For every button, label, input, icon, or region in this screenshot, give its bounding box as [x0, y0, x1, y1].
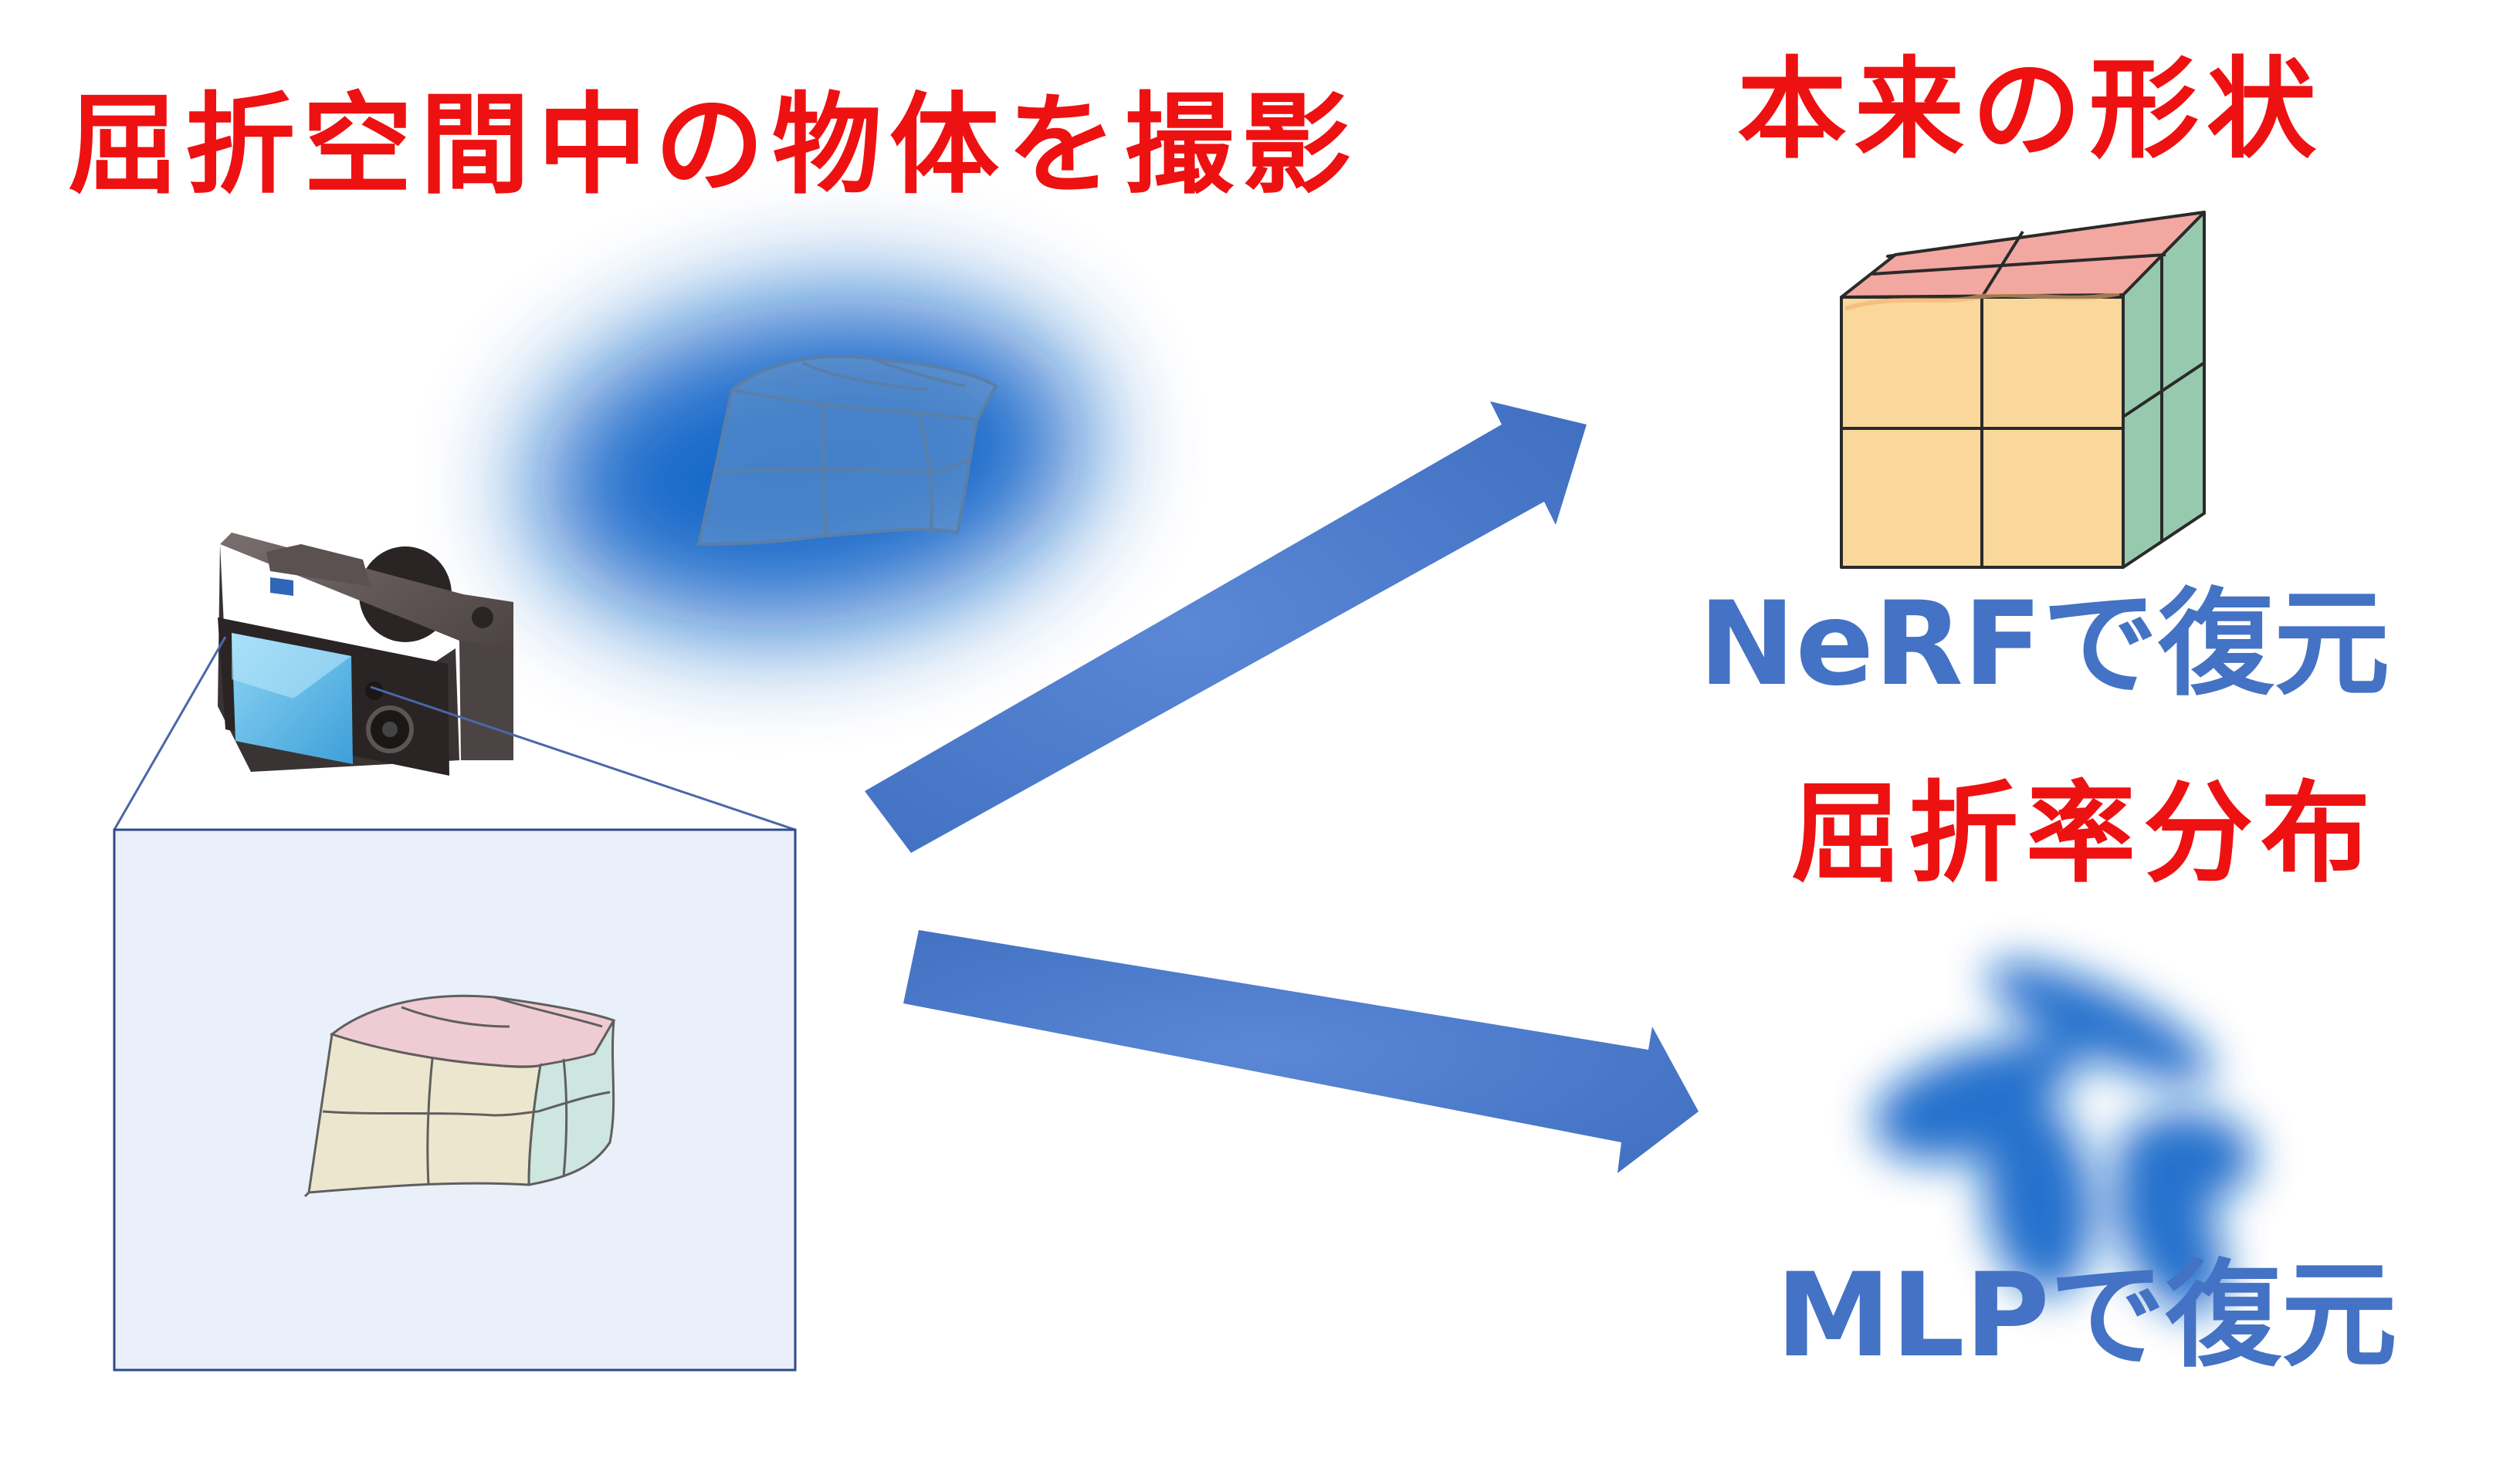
- true-shape-title: 本来の形状: [1737, 46, 2324, 174]
- refractive-index-distribution: [1872, 962, 2254, 1314]
- nerf-caption: NeRFで復元: [1699, 577, 2390, 712]
- camera-icon: [218, 533, 513, 776]
- distorted-object-in-photo: [303, 994, 616, 1198]
- capture-title: 屈折空間中の物体を撮影: [68, 82, 1359, 209]
- refraction-title: 屈折率分布: [1791, 770, 2378, 898]
- distorted-object-in-medium: [696, 354, 998, 546]
- captured-photo: [113, 828, 797, 1372]
- projection-lines: [113, 636, 796, 831]
- right-arrow-icon: [903, 930, 1699, 1173]
- mlp-caption: MLPで復元: [1776, 1249, 2397, 1383]
- right-arrow-icon: [865, 401, 1587, 853]
- true-shape-cube: [1840, 211, 2206, 569]
